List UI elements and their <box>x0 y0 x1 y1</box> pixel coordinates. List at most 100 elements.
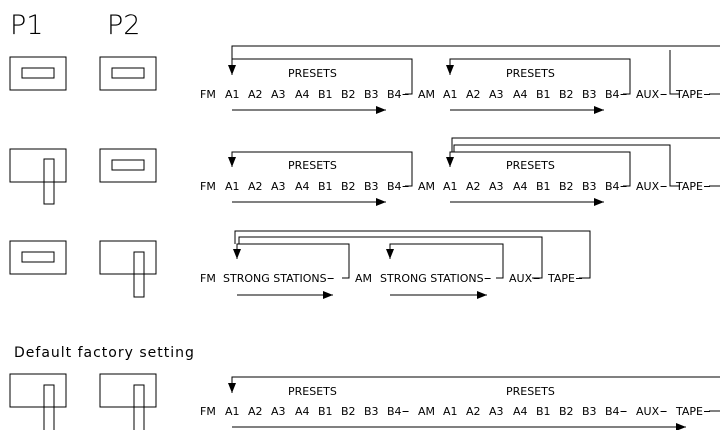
seq-token: A2 <box>466 180 481 193</box>
seq-token: A3 <box>271 180 286 193</box>
seq-token: A3 <box>489 88 504 101</box>
presets-label: PRESETS <box>506 67 555 80</box>
seq-token: B4 <box>387 180 402 193</box>
p2-switch-vertical <box>99 240 157 298</box>
seq-token: AM <box>355 272 372 285</box>
seq-token: A1 <box>225 180 240 193</box>
row-2: PRESETS PRESETS FM A1 A2 A3 A4 B1 B2 B3 … <box>9 137 720 206</box>
seq-token: FM <box>200 272 216 285</box>
loop-line <box>228 151 413 187</box>
seq-token: A1 <box>225 88 240 101</box>
row-1: PRESETS PRESETS FM A1 A2 A3 A4 B1 B2 B3 … <box>9 45 720 114</box>
seq-token: B2 <box>559 405 574 418</box>
seq-token: B2 <box>341 88 356 101</box>
loop-line <box>234 230 591 279</box>
row-4: PRESETS PRESETS FM A1 A2 A3 A4 B1 B2 B3 … <box>9 373 720 430</box>
seq-token: B3 <box>364 180 379 193</box>
seq-token: AM <box>418 88 435 101</box>
loop-line <box>453 144 680 187</box>
seq-token: A3 <box>489 405 504 418</box>
seq-token: B1 <box>318 88 333 101</box>
seq-token: A4 <box>513 405 528 418</box>
seq-token: B1 <box>536 180 551 193</box>
p1-switch-horizontal <box>9 56 67 91</box>
loop-line <box>228 376 720 393</box>
seq-token: B3 <box>364 405 379 418</box>
presets-label: PRESETS <box>506 385 555 398</box>
seq-token: A2 <box>466 405 481 418</box>
seq-token: A4 <box>295 180 310 193</box>
seq-token: TAPE <box>547 272 575 285</box>
seq-token: B1 <box>318 405 333 418</box>
loop-line <box>386 243 504 279</box>
seq-token: B1 <box>318 180 333 193</box>
seq-token: B2 <box>559 180 574 193</box>
presets-label: PRESETS <box>288 385 337 398</box>
seq-token: FM <box>200 180 216 193</box>
loop-line <box>451 137 720 152</box>
seq-token: A4 <box>513 180 528 193</box>
seq-token: B4 <box>387 405 402 418</box>
seq-token: B3 <box>582 88 597 101</box>
seq-token: AUX <box>636 180 660 193</box>
seq-token: A3 <box>489 180 504 193</box>
seq-token: A4 <box>295 405 310 418</box>
sequence-labels: FM A1 A2 A3 A4 B1 B2 B3 B4 AM A1 A2 A3 A… <box>200 405 703 418</box>
seq-token: TAPE <box>675 180 703 193</box>
seq-token: B1 <box>536 88 551 101</box>
seq-token: B4 <box>605 180 620 193</box>
loop-line <box>228 45 720 75</box>
seq-token: AUX <box>509 272 533 285</box>
seq-token: FM <box>200 88 216 101</box>
seq-token: AM <box>418 405 435 418</box>
presets-label: PRESETS <box>288 67 337 80</box>
seq-token: A1 <box>443 88 458 101</box>
p1-switch-vertical <box>9 373 67 430</box>
sequence-labels: FM A1 A2 A3 A4 B1 B2 B3 B4 AM A1 A2 A3 A… <box>200 180 703 193</box>
loop-line <box>669 50 680 95</box>
seq-token: A3 <box>271 88 286 101</box>
seq-token: A3 <box>271 405 286 418</box>
p2-switch-vertical <box>99 373 157 430</box>
seq-token: A1 <box>225 405 240 418</box>
seq-token: B2 <box>341 180 356 193</box>
p1-switch-horizontal <box>9 240 67 275</box>
seq-token: B3 <box>582 405 597 418</box>
p2-switch-horizontal <box>99 148 157 183</box>
seq-token: A1 <box>443 405 458 418</box>
seq-token: B3 <box>364 88 379 101</box>
p1-header: P1 <box>10 10 43 41</box>
seq-token: B3 <box>582 180 597 193</box>
p1-switch-vertical <box>9 148 67 205</box>
loop-line <box>446 151 631 187</box>
seq-token: B4 <box>605 88 620 101</box>
seq-token: AUX <box>636 405 660 418</box>
seq-token: FM <box>200 405 216 418</box>
presets-label: PRESETS <box>288 159 337 172</box>
seq-token: A1 <box>443 180 458 193</box>
p2-header: P2 <box>107 10 140 41</box>
default-setting-note: Default factory setting <box>14 345 195 361</box>
seq-token: B2 <box>341 405 356 418</box>
seq-token: B4 <box>605 405 620 418</box>
seq-token: STRONG STATIONS <box>223 272 327 285</box>
seq-token: A2 <box>248 88 263 101</box>
seq-token: AM <box>418 180 435 193</box>
seq-token: B2 <box>559 88 574 101</box>
seq-token: B1 <box>536 405 551 418</box>
seq-token: A4 <box>513 88 528 101</box>
loop-line <box>446 58 631 95</box>
seq-token: TAPE <box>675 405 703 418</box>
presets-label: PRESETS <box>506 159 555 172</box>
seq-token: TAPE <box>675 88 703 101</box>
seq-token: A4 <box>295 88 310 101</box>
loop-line <box>233 243 350 279</box>
row-3: FM STRONG STATIONS AM STRONG STATIONS AU… <box>9 230 591 299</box>
p2-switch-horizontal <box>99 56 157 91</box>
seq-token: B4 <box>387 88 402 101</box>
sequence-labels: FM A1 A2 A3 A4 B1 B2 B3 B4 AM A1 A2 A3 A… <box>200 88 703 101</box>
seq-token: A2 <box>248 405 263 418</box>
seq-token: A2 <box>248 180 263 193</box>
